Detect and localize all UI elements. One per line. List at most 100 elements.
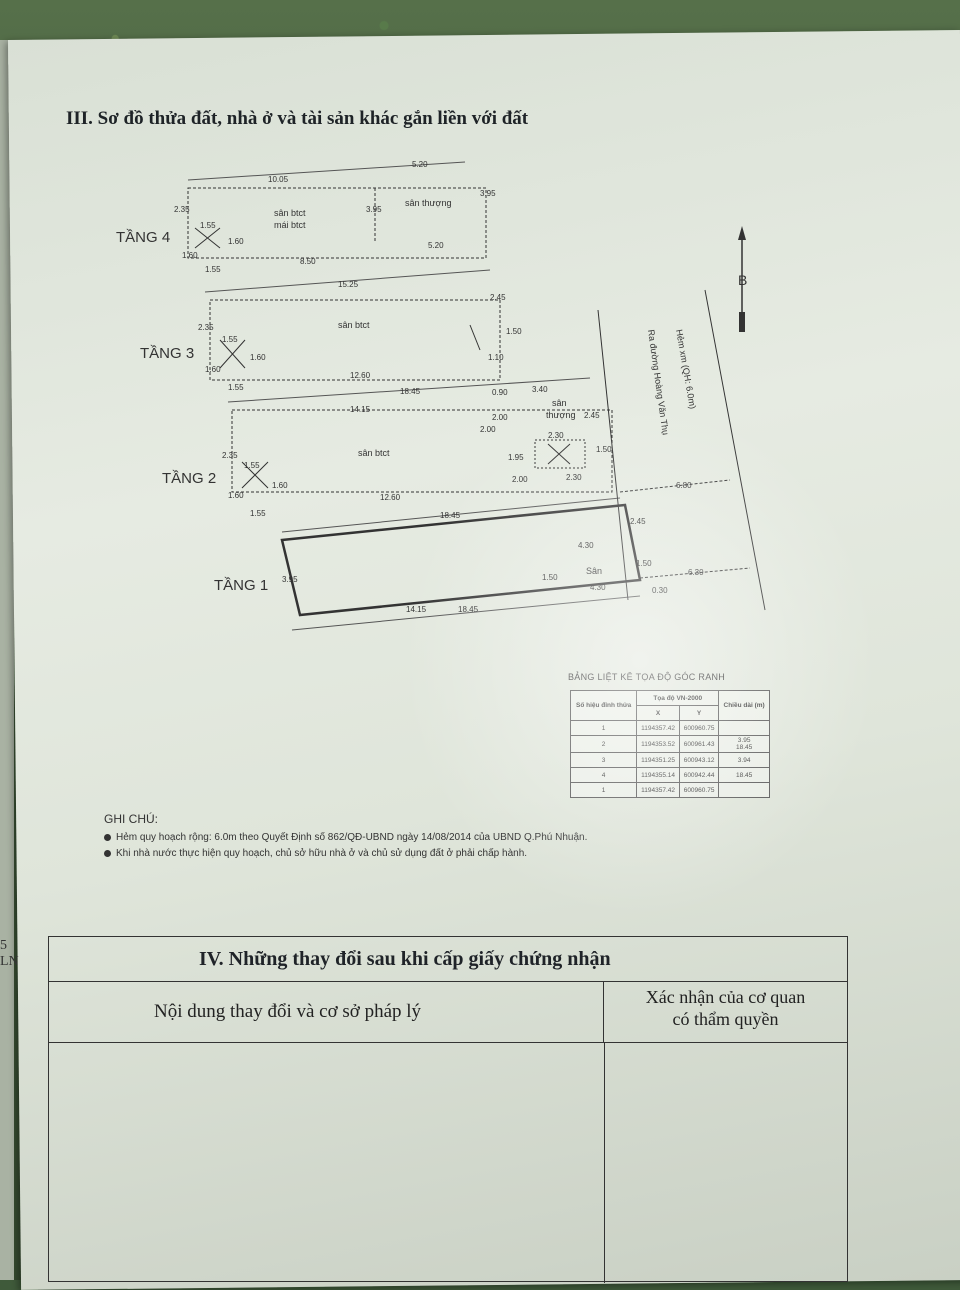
- t2-dim-9: 1.95: [508, 453, 524, 462]
- table-row: 1 1194357.42 600960.75: [569, 782, 770, 798]
- t3-dim-2: 1.50: [506, 327, 522, 336]
- floor-label-t4: TẦNG 4: [116, 229, 170, 246]
- cell-x: 1194355.14: [636, 767, 680, 783]
- t2-dim-8: 2.30: [548, 431, 564, 440]
- t4-text-1: sân btct: [274, 208, 306, 218]
- t1-text-1: Sân: [586, 566, 602, 576]
- coord-table: Số hiệu đỉnh thửa Tọa độ VN-2000 Chiều d…: [569, 690, 770, 798]
- t2-text-3: thượng: [546, 410, 575, 420]
- notes-heading: GHI CHÚ:: [104, 812, 158, 826]
- t2-text-1: sân btct: [358, 448, 390, 458]
- t3-dim-1: 2.45: [490, 293, 506, 302]
- t4-dim-top: [187, 161, 466, 181]
- t2-dim-15: 12.60: [380, 493, 401, 502]
- t3-stair: [219, 339, 246, 369]
- changes-table: IV. Những thay đổi sau khi cấp giấy chứn…: [48, 936, 848, 1283]
- t1-dim-1: 2.45: [630, 517, 646, 526]
- changes-col-confirmation: Xác nhận của cơ quan có thẩm quyền: [604, 982, 847, 1042]
- t1-dim-7: 0.30: [652, 586, 668, 595]
- north-arrow-head: [738, 226, 746, 240]
- cell-no: 2: [569, 735, 638, 753]
- side-page-mark: 5 LN: [0, 938, 19, 969]
- t3-dim-8: 12.60: [350, 371, 371, 380]
- t4-dim-4: 3.95: [480, 189, 496, 198]
- bullet-icon: [104, 834, 111, 841]
- t2-dim-5: 2.00: [480, 425, 496, 434]
- floor-label-t2: TẦNG 2: [162, 470, 216, 487]
- t3-dim-3: 2.35: [198, 323, 214, 332]
- table-row: 4 1194355.14 600942.44 18.45: [569, 767, 770, 783]
- t2-dim-16: 2.00: [512, 475, 528, 484]
- cell-x: 1194351.25: [636, 752, 680, 768]
- t4-text-2: mái btct: [274, 220, 306, 230]
- changes-col2-line2: có thẩm quyền: [672, 1009, 779, 1029]
- t4-stair: [194, 227, 221, 249]
- cell-no: 4: [569, 767, 638, 783]
- t3-dim-7: 1.55: [228, 383, 244, 392]
- t4-dim-9: 8.50: [300, 257, 316, 266]
- coord-table-title: BẢNG LIỆT KÊ TỌA ĐỘ GÓC RANH: [568, 672, 726, 682]
- t4-dim-6: 1.60: [228, 237, 244, 246]
- changes-header-row: Nội dung thay đổi và cơ sở pháp lý Xác n…: [49, 982, 847, 1043]
- bullet-icon: [104, 850, 111, 857]
- t2-stair: [241, 461, 269, 489]
- alley-line-left: [597, 309, 629, 601]
- note-item: Hẻm quy hoạch rộng: 6.0m theo Quyết Định…: [104, 832, 587, 843]
- t4-outline: [187, 187, 487, 259]
- changes-col2-line1: Xác nhận của cơ quan: [645, 987, 806, 1007]
- coord-header-y: Y: [678, 705, 720, 721]
- t2-dim-11: 1.55: [244, 461, 260, 470]
- width-line-680: [619, 479, 731, 493]
- t3-text-1: sân btct: [338, 320, 370, 330]
- t2-dim-2: 3.40: [532, 385, 548, 394]
- floor-label-t1: TẦNG 1: [214, 577, 268, 594]
- cell-y: 600960.75: [678, 720, 720, 736]
- coord-header-no: Số hiệu đỉnh thửa: [569, 690, 638, 721]
- t3-dim-9: 1.10: [488, 353, 504, 362]
- t4-dim-10: 5.20: [428, 241, 444, 250]
- length-1: 3.95: [737, 737, 751, 744]
- t4-dim-8: 1.55: [205, 265, 221, 274]
- note-text-2: Khi nhà nước thực hiện quy hoạch, chủ sở…: [116, 848, 528, 859]
- t1-dim-5: 3.95: [282, 575, 298, 584]
- cell-y: 600942.44: [678, 767, 720, 783]
- t2-dim-4: 2.00: [492, 413, 508, 422]
- t3-dim-top: [204, 269, 491, 293]
- cell-x: 1194353.52: [636, 735, 680, 753]
- t1-dim-2: 4.30: [578, 541, 594, 550]
- t2-dim-0: 18.45: [400, 387, 421, 396]
- t3-dim-6: 1.60: [205, 365, 221, 374]
- t2-dim-10: 2.35: [222, 451, 238, 460]
- table-row: 3 1194351.25 600943.12 3.94: [569, 752, 770, 768]
- t2-terrace-box: [534, 439, 586, 469]
- t3-door: [469, 324, 481, 351]
- t3-outline: [209, 299, 501, 381]
- alley-line-right: [704, 289, 766, 611]
- changes-col-content: Nội dung thay đổi và cơ sở pháp lý: [49, 982, 604, 1042]
- notes-block: GHI CHÚ: Hẻm quy hoạch rộng: 6.0m theo Q…: [104, 812, 587, 864]
- t1-dim-10: 6.30: [688, 568, 704, 577]
- t2-dim-13: 1.60: [228, 491, 244, 500]
- north-label: B: [738, 272, 747, 288]
- t1-dim-11: 6.80: [676, 481, 692, 490]
- t2-terrace-x: [547, 443, 571, 465]
- t3-dim-4: 1.55: [222, 335, 238, 344]
- cell-x: 1194357.42: [636, 720, 680, 736]
- t4-dim-1: 5.20: [412, 160, 428, 169]
- changes-title: IV. Những thay đổi sau khi cấp giấy chứn…: [49, 937, 847, 982]
- t4-text-3: sân thượng: [405, 198, 451, 208]
- t1-dim-9: 18.45: [458, 605, 479, 614]
- t1-dim-8: 14.15: [406, 605, 427, 614]
- table-row: 1 1194357.42 600960.75: [569, 720, 770, 736]
- north-arrow-base: [739, 312, 745, 332]
- t4-dim-7: 1.60: [182, 251, 198, 260]
- coord-header-length: Chiều dài (m): [718, 690, 770, 721]
- t3-dim-0: 15.25: [338, 280, 359, 289]
- t1-outline: [280, 503, 642, 617]
- t4-dim-2: 2.35: [174, 205, 190, 214]
- cell-length: 18.45: [718, 767, 770, 783]
- cell-length: [718, 782, 770, 798]
- t4-dim-5: 1.55: [200, 221, 216, 230]
- t2-dim-7: 1.50: [596, 445, 612, 454]
